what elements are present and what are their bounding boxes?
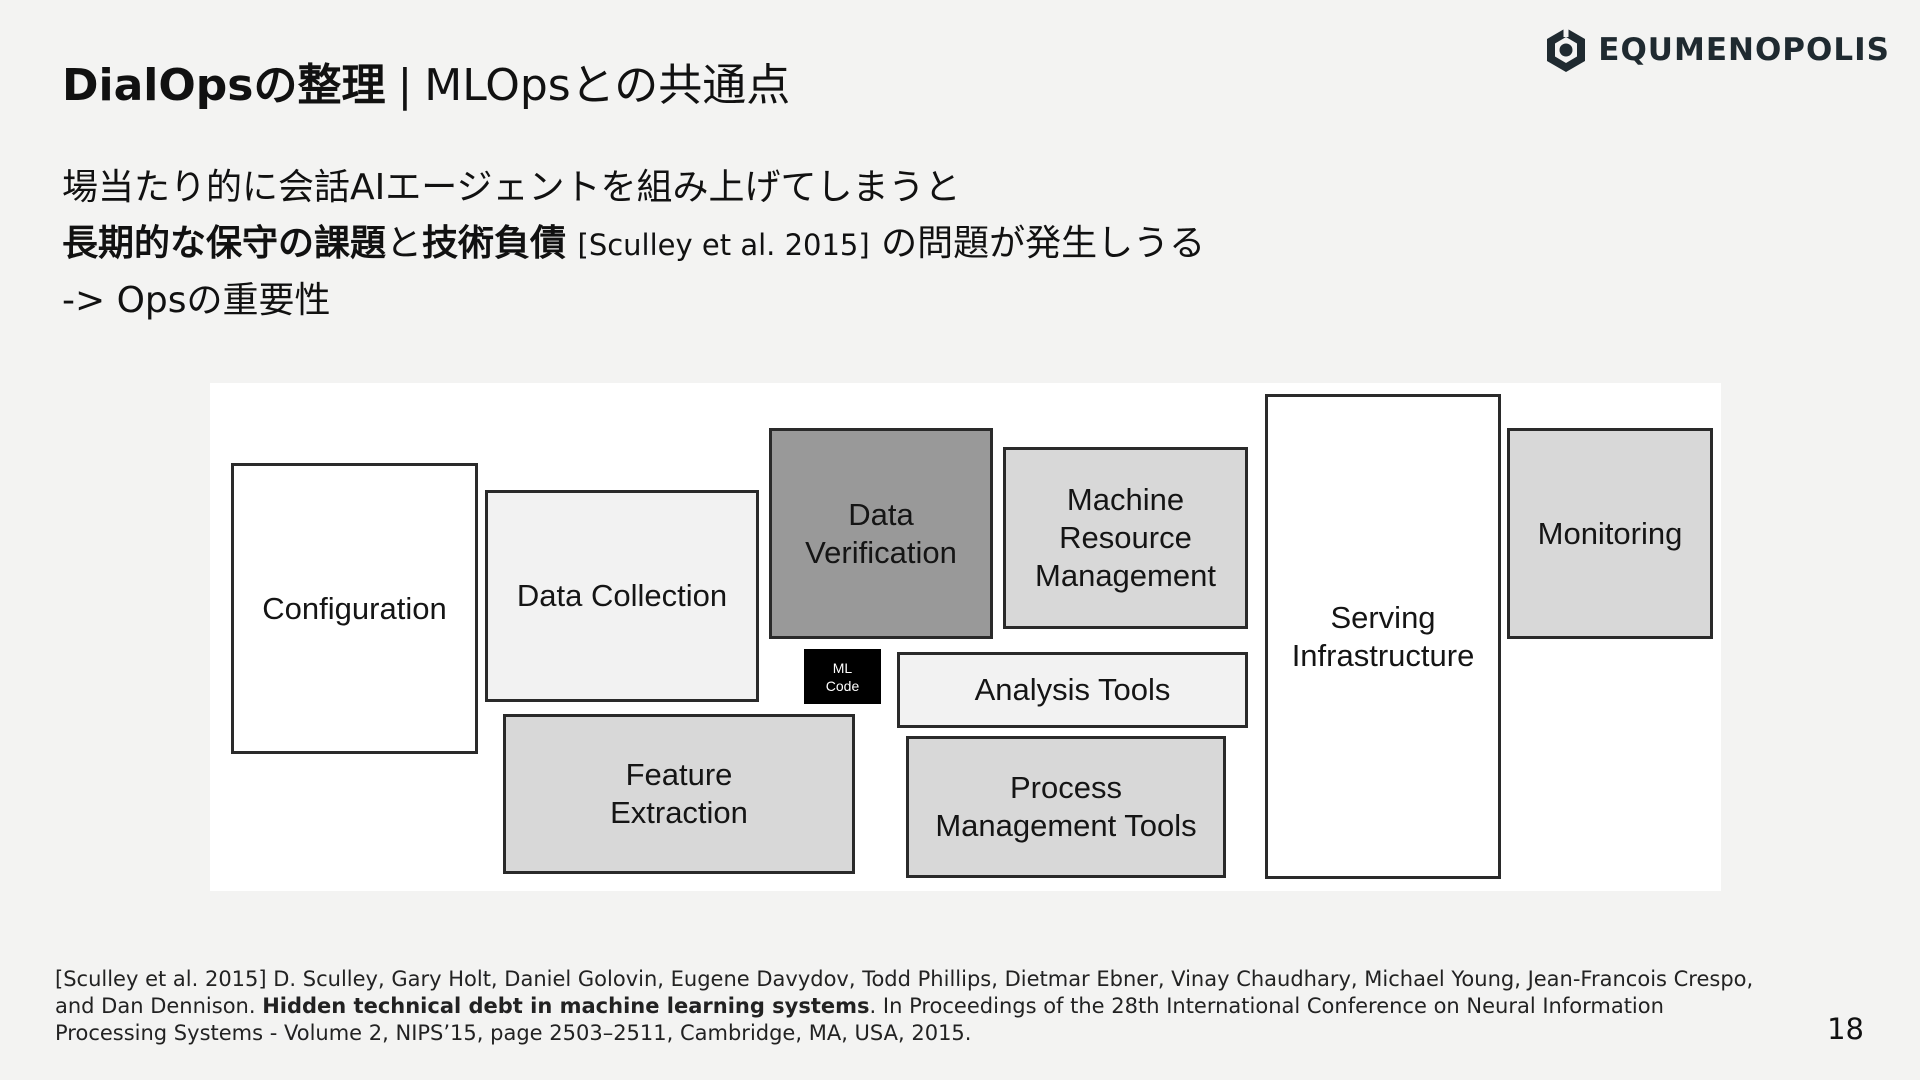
ml-system-diagram: Configuration Data Collection Data Verif… bbox=[210, 383, 1721, 891]
reference-venue: . In Proceedings of the 28th Internation… bbox=[55, 994, 1664, 1045]
title-main: DialOpsの整理 bbox=[62, 60, 386, 111]
box-machine-resource-management: Machine Resource Management bbox=[1003, 447, 1248, 629]
box-process-management-tools: Process Management Tools bbox=[906, 736, 1226, 878]
reference-authors: [Sculley et al. 2015] D. Sculley, Gary H… bbox=[55, 967, 1754, 1018]
box-analysis-tools: Analysis Tools bbox=[897, 652, 1248, 728]
box-configuration: Configuration bbox=[231, 463, 478, 754]
highlight-maintenance: 長期的な保守の課題 bbox=[62, 223, 387, 264]
brand-name: EQUMENOPOLIS bbox=[1598, 32, 1890, 68]
body-line-3: -> Opsの重要性 bbox=[62, 280, 331, 321]
body-connector: と bbox=[386, 223, 423, 264]
body-line-2-rest: の問題が発生しうる bbox=[881, 223, 1206, 264]
box-feature-extraction: Feature Extraction bbox=[503, 714, 855, 874]
reference-footnote: [Sculley et al. 2015] D. Sculley, Gary H… bbox=[55, 966, 1775, 1047]
reference-title: Hidden technical debt in machine learnin… bbox=[262, 994, 870, 1018]
body-text: 場当たり的に会話AIエージェントを組み上げてしまうと 長期的な保守の課題と技術負… bbox=[62, 160, 1205, 329]
title-separator: | bbox=[397, 60, 413, 111]
body-line-2: 長期的な保守の課題と技術負債 [Sculley et al. 2015] の問題… bbox=[62, 216, 1205, 273]
page-title: DialOpsの整理|MLOpsとの共通点 bbox=[62, 56, 790, 116]
box-ml-code: ML Code bbox=[804, 649, 881, 704]
body-line-1: 場当たり的に会話AIエージェントを組み上げてしまうと bbox=[62, 167, 961, 208]
brand-logo: EQUMENOPOLIS bbox=[1544, 26, 1890, 74]
citation: [Sculley et al. 2015] bbox=[577, 228, 870, 262]
hexagon-logo-icon bbox=[1547, 28, 1586, 72]
box-data-collection: Data Collection bbox=[485, 490, 759, 702]
box-serving-infrastructure: Serving Infrastructure bbox=[1265, 394, 1501, 879]
box-monitoring: Monitoring bbox=[1507, 428, 1713, 639]
highlight-tech-debt: 技術負債 bbox=[422, 223, 567, 264]
box-data-verification: Data Verification bbox=[769, 428, 993, 639]
page-number: 18 bbox=[1827, 1012, 1864, 1046]
title-sub: MLOpsとの共通点 bbox=[424, 60, 791, 111]
